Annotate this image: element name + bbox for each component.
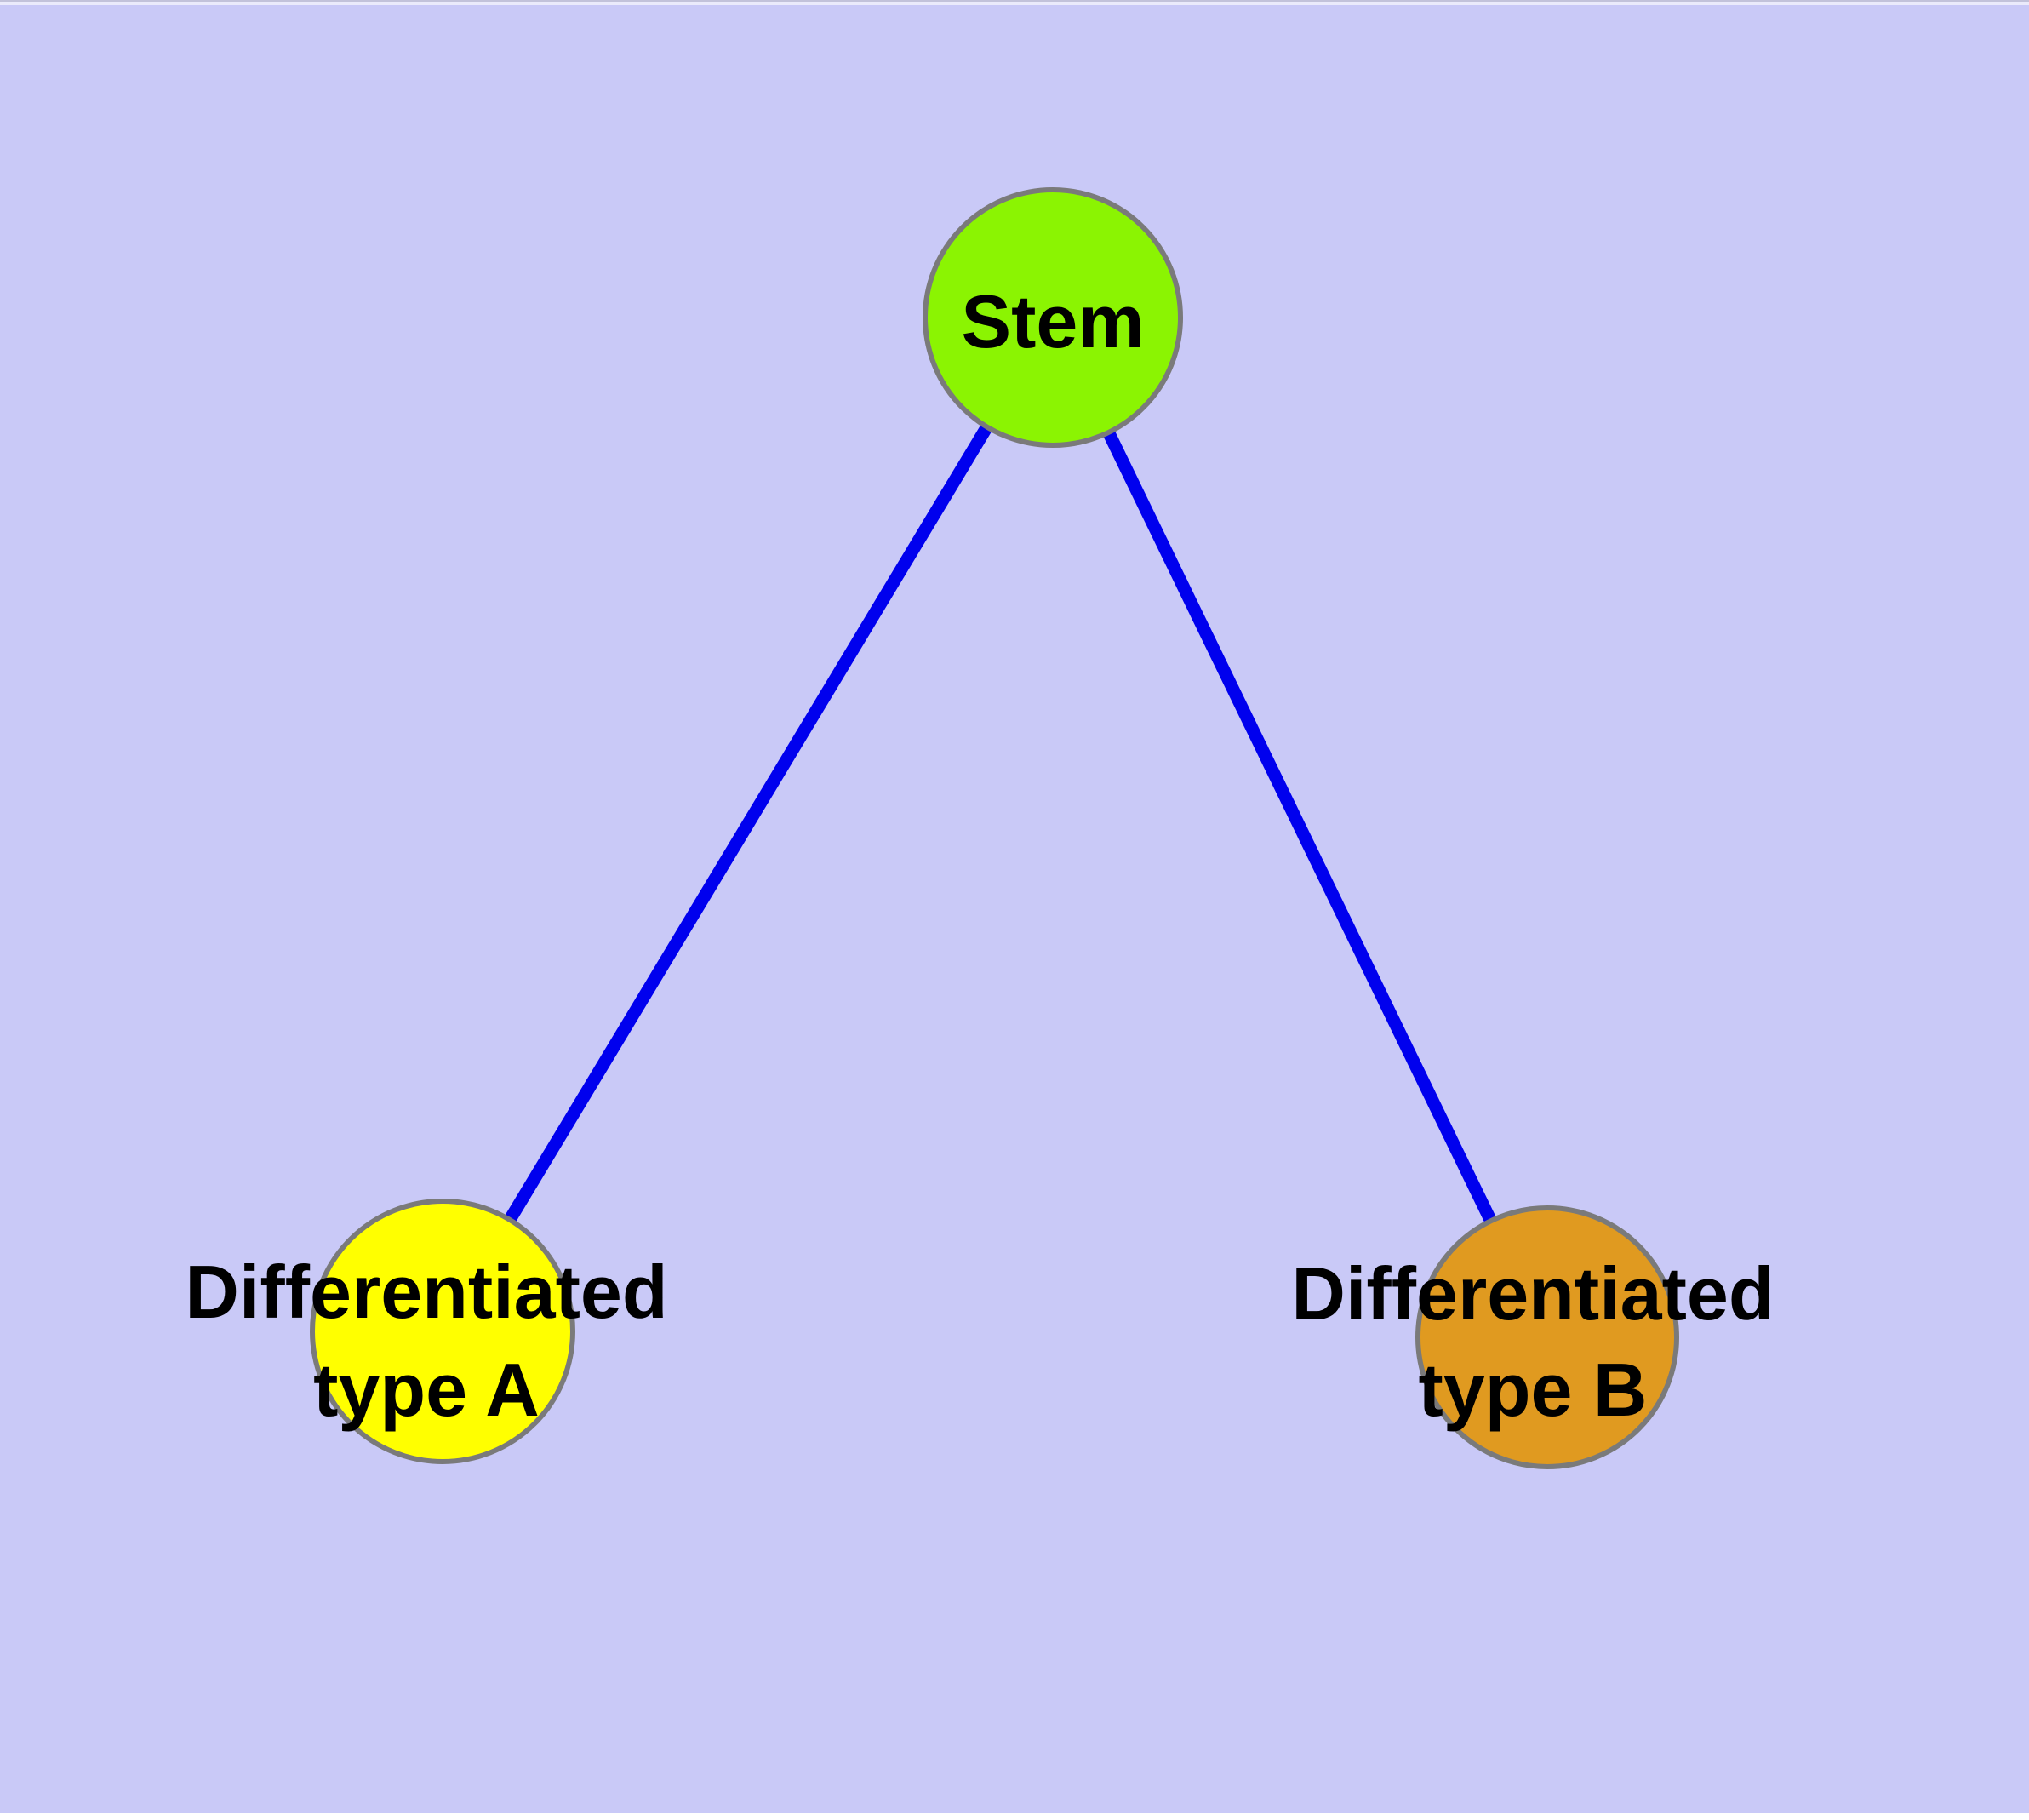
node-type-a-label-line2: type A [313,1348,540,1432]
node-type-a-label-line1: Differentiated [185,1250,667,1334]
node-stem-label: Stem [961,279,1144,363]
node-differentiated-type-b [1415,1205,1679,1469]
window-top-edge-line [0,0,2029,2]
edge-stem-to-type-b [1047,314,1553,1341]
node-type-b-label-line2: type B [1419,1348,1648,1432]
node-differentiated-type-a [310,1199,575,1464]
node-type-b-label-line1: Differentiated [1291,1251,1774,1336]
window-top-edge [0,2,2029,5]
node-stem [923,187,1183,448]
window-bottom-edge [0,1813,2029,1820]
edge-stem-to-type-a [437,314,1059,1335]
